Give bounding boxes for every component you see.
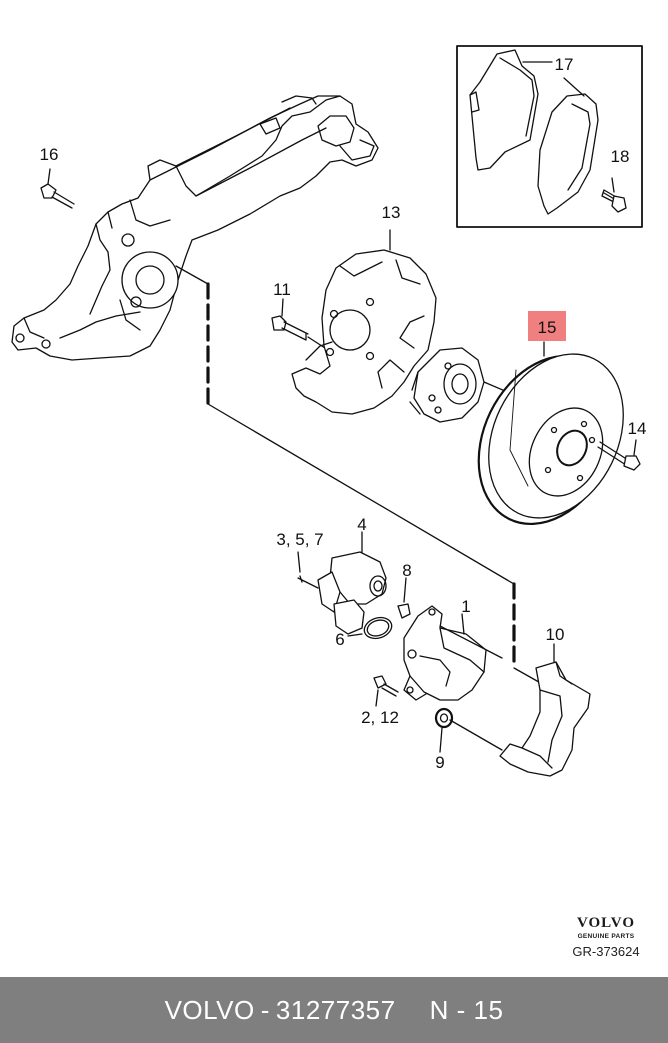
callout-11: 11 (273, 280, 291, 299)
callout-6: 6 (335, 630, 344, 649)
rear-knuckle-subframe (11, 95, 379, 361)
footer-bar: VOLVO - 31277357 N - 15 (0, 977, 668, 1043)
callout-9: 9 (435, 753, 444, 772)
volvo-genuine-parts-logo: VOLVO GENUINE PARTS (560, 915, 652, 940)
callout-4: 4 (357, 515, 366, 534)
splash-shield-13 (291, 229, 437, 415)
bolt-11 (271, 298, 326, 349)
caliper-assembly (297, 531, 591, 777)
footer-part-number: 31277357 (275, 994, 396, 1025)
callout-highlight-15 (528, 311, 566, 341)
callout-2-12: 2, 12 (361, 708, 399, 727)
callout-3-5-7: 3, 5, 7 (276, 530, 323, 549)
footer-separator: - (260, 994, 270, 1025)
brake-pads-inset (456, 45, 643, 228)
callout-8: 8 (402, 561, 411, 580)
drawing-reference: GR-373624 (572, 944, 640, 959)
callout-10: 10 (546, 625, 565, 644)
wheel-hub (409, 347, 513, 423)
brand-sub-text: GENUINE PARTS (577, 933, 635, 940)
bolt-14 (597, 439, 641, 471)
brake-disc-15 (477, 341, 624, 526)
footer-position: N - 15 (429, 994, 504, 1025)
bolt-16 (40, 168, 75, 209)
callout-18: 18 (611, 147, 630, 166)
assembly-axis-lines (175, 265, 554, 691)
callout-17: 17 (555, 55, 574, 74)
footer-brand: VOLVO (164, 994, 255, 1025)
callout-1: 1 (461, 597, 470, 616)
brand-logo-text: VOLVO (576, 915, 636, 931)
callout-16: 16 (40, 145, 59, 164)
callout-15: 15 (538, 318, 557, 337)
callout-14: 14 (628, 419, 647, 438)
exploded-parts-diagram: 1 2, 12 3, 5, 7 4 6 8 9 10 11 13 14 15 1… (11, 45, 647, 777)
callout-13: 13 (382, 203, 401, 222)
